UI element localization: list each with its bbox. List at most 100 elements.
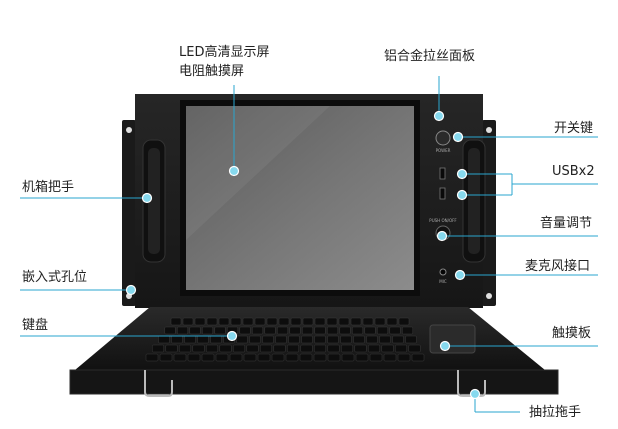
keyboard-key (314, 317, 326, 326)
marker-mic (454, 269, 466, 281)
keyboard-key (197, 335, 209, 344)
label-keyboard: 键盘 (22, 318, 49, 333)
keyboard-key (383, 353, 397, 362)
keyboard-key (355, 353, 369, 362)
keyboard-key (354, 344, 367, 353)
keyboard-key (369, 353, 383, 362)
marker-lcd (228, 165, 240, 177)
keyboard-key (402, 326, 414, 335)
label-handle: 机箱把手 (22, 180, 75, 195)
keyboard-key (327, 353, 341, 362)
keyboard-key (327, 335, 339, 344)
keyboard-key (242, 317, 254, 326)
keyboard-key (239, 326, 251, 335)
keyboard-key (171, 335, 183, 344)
keyboard-key (302, 317, 314, 326)
keyboard-key (290, 317, 302, 326)
keyboard-key (249, 335, 261, 344)
keyboard-key (278, 317, 290, 326)
keyboard-key (187, 353, 201, 362)
keyboard-key (218, 317, 230, 326)
keyboard-key (229, 353, 243, 362)
keyboard-key (177, 326, 189, 335)
keyboard-key (341, 353, 355, 362)
keyboard-key (368, 344, 381, 353)
keyboard-key (184, 335, 196, 344)
keyboard-key (289, 326, 301, 335)
keyboard-key (257, 353, 271, 362)
usb-port-2 (439, 187, 446, 200)
keyboard-key (243, 353, 257, 362)
drawer-handle-left (144, 370, 173, 397)
keyboard-keys (145, 317, 425, 362)
keyboard-key (366, 335, 378, 344)
keyboard-key (314, 335, 326, 344)
mic-jack (439, 268, 447, 276)
keyboard-key (189, 326, 201, 335)
keyboard-key (405, 335, 417, 344)
marker-power (452, 131, 464, 143)
label-touchpad: 触摸板 (552, 326, 592, 341)
keyboard-key (179, 344, 192, 353)
keyboard-key (392, 335, 404, 344)
keyboard-key (339, 326, 351, 335)
label-lcd-line2: 电阻触摸屏 (179, 64, 245, 79)
power-text: POWER (436, 148, 451, 153)
keyboard-key (379, 335, 391, 344)
keyboard-key (158, 335, 170, 344)
keyboard-key (285, 353, 299, 362)
marker-usb-2 (456, 189, 468, 201)
marker-drawer (469, 388, 481, 400)
keyboard-key (340, 335, 352, 344)
keyboard-key (192, 344, 205, 353)
keyboard-key (299, 353, 313, 362)
keyboard-key (266, 317, 278, 326)
keyboard-key (377, 326, 389, 335)
keyboard-key (252, 326, 264, 335)
keyboard-key (288, 335, 300, 344)
keyboard-key (165, 344, 178, 353)
marker-panel (433, 110, 445, 122)
keyboard-key (164, 326, 176, 335)
keyboard-key (219, 344, 232, 353)
keyboard-key (152, 344, 165, 353)
label-mic-port: 麦克风接口 (525, 259, 591, 274)
keyboard-key (173, 353, 187, 362)
keyboard-key (313, 353, 327, 362)
keyboard-key (364, 326, 376, 335)
usb-port-1 (439, 167, 446, 180)
marker-keyboard (226, 330, 238, 342)
keyboard-key (352, 326, 364, 335)
keyboard-key (374, 317, 386, 326)
keyboard-key (386, 317, 398, 326)
keyboard-key (273, 344, 286, 353)
keyboard-key (260, 344, 273, 353)
keyboard-key (170, 317, 182, 326)
keyboard-key (353, 335, 365, 344)
keyboard-key (397, 353, 411, 362)
keyboard-key (302, 326, 314, 335)
marker-usb-1 (456, 168, 468, 180)
keyboard-key (210, 335, 222, 344)
marker-mount (125, 284, 137, 296)
keyboard-key (326, 317, 338, 326)
marker-touchpad (439, 340, 451, 352)
keyboard-key (262, 335, 274, 344)
keyboard-key (145, 353, 159, 362)
keyboard-key (327, 344, 340, 353)
screen (186, 106, 414, 290)
keyboard-key (271, 353, 285, 362)
marker-handle (141, 192, 153, 204)
label-drawer-handle: 抽拉拖手 (529, 405, 582, 420)
keyboard-key (362, 317, 374, 326)
mic-text: MIC (439, 279, 447, 284)
keyboard-key (301, 335, 313, 344)
keyboard-key (159, 353, 173, 362)
keyboard-key (411, 353, 425, 362)
keyboard-key (206, 317, 218, 326)
keyboard-key (287, 344, 300, 353)
leader-lines (20, 76, 598, 413)
keyboard-key (264, 326, 276, 335)
